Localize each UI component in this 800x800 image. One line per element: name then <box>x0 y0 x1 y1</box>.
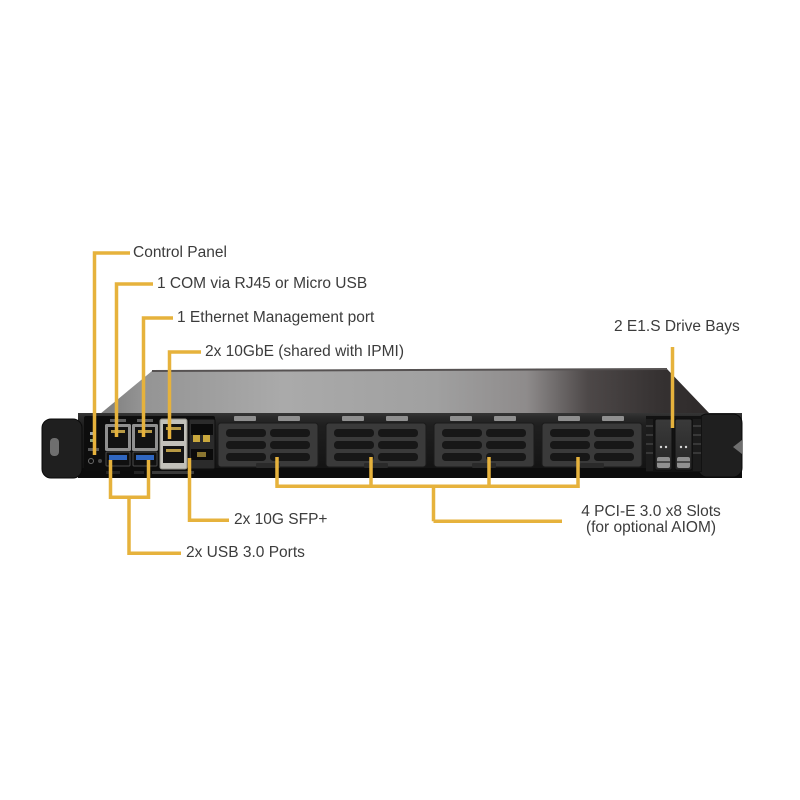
label-usb: 2x USB 3.0 Ports <box>186 544 305 561</box>
drive-led <box>679 445 683 449</box>
e1s-drive-bay-1 <box>654 418 673 471</box>
chassis-bottom-tab <box>134 470 144 474</box>
drive-led <box>684 445 688 449</box>
uid-button-icon <box>98 459 102 463</box>
aiom-slot-cover-1 <box>217 416 319 468</box>
cover-bottom-tab <box>364 463 388 468</box>
vent-louver <box>334 453 374 461</box>
rack-ear-right-notch <box>733 440 742 454</box>
rack-ear-left <box>41 418 83 479</box>
vent-louver <box>378 429 418 437</box>
e1s-drive-bay-2 <box>674 418 693 471</box>
e1s-drive-bays <box>646 416 702 472</box>
vent-louver <box>486 453 526 461</box>
label-control-panel: Control Panel <box>133 244 227 261</box>
chassis-top-face <box>100 369 710 414</box>
aiom-slot-cover-2 <box>325 416 427 468</box>
drive-latch-line <box>677 461 690 463</box>
rj45-contacts <box>166 449 181 452</box>
vent-louver <box>442 441 482 449</box>
cover-top-tab <box>602 416 624 421</box>
vent-louver <box>270 441 310 449</box>
vent-louver <box>334 441 374 449</box>
vent-louver <box>442 453 482 461</box>
callout-line-usb-pointer <box>127 497 181 556</box>
callout-line-control-panel <box>92 251 130 455</box>
drive-latch-line <box>657 461 670 463</box>
rj45-opening <box>163 424 184 441</box>
usb-blue-tongue <box>136 455 154 460</box>
callout-line-com <box>114 282 153 437</box>
callout-line-pcie-bracket <box>275 457 580 524</box>
label-10gbe: 2x 10GbE (shared with IPMI) <box>205 343 404 360</box>
sfp-opening <box>191 424 213 435</box>
bay-cage-ribs <box>646 419 701 471</box>
cover-top-tab <box>278 416 300 421</box>
cover-top-tab <box>450 416 472 421</box>
cover-top-tab <box>558 416 580 421</box>
rack-ear-left-screw-boss <box>50 438 59 456</box>
aiom-slot-covers <box>217 416 643 468</box>
aiom-slot-cover-3 <box>433 416 535 468</box>
vent-louver <box>270 429 310 437</box>
usb-blue-tongue <box>109 455 127 460</box>
rj45-10gbe-dual-port <box>159 418 188 470</box>
vent-louver <box>226 429 266 437</box>
label-pcie: 4 PCI-E 3.0 x8 Slots (for optional AIOM) <box>541 504 761 536</box>
control-panel-led <box>90 432 95 435</box>
vent-louver <box>378 453 418 461</box>
cover-bottom-tab <box>580 463 604 468</box>
callout-lines <box>92 251 675 556</box>
drive-led <box>659 445 663 449</box>
vent-louver <box>334 429 374 437</box>
label-pcie-line2: (for optional AIOM) <box>585 519 717 536</box>
sfp-cage <box>188 418 216 470</box>
aiom-slot-cover-4 <box>541 416 643 468</box>
label-e1s-bays: 2 E1.S Drive Bays <box>614 318 740 335</box>
cover-bottom-tab <box>256 463 280 468</box>
control-panel-led <box>90 439 95 442</box>
label-pcie-line1: 4 PCI-E 3.0 x8 Slots <box>581 503 721 520</box>
sfp-pull-tab <box>197 452 206 457</box>
vent-louver <box>486 441 526 449</box>
callout-line-ethernet-mgmt <box>141 316 173 437</box>
cover-top-tab <box>342 416 364 421</box>
rj45-contacts <box>166 427 181 430</box>
vent-louver <box>226 441 266 449</box>
sfp-pull-tab <box>193 435 200 442</box>
vent-louver <box>550 429 590 437</box>
vent-louver <box>550 453 590 461</box>
vent-louver <box>442 429 482 437</box>
label-ethernet-mgmt: 1 Ethernet Management port <box>177 309 375 326</box>
chassis-bottom-label-plate <box>152 469 194 474</box>
vent-louver <box>486 429 526 437</box>
drive-led <box>664 445 668 449</box>
callout-line-sfp <box>187 458 229 523</box>
callout-line-10gbe <box>167 350 201 439</box>
rj45-opening <box>163 446 184 463</box>
vent-louver <box>226 453 266 461</box>
vent-louver <box>594 453 634 461</box>
label-com: 1 COM via RJ45 or Micro USB <box>157 275 368 292</box>
power-button-icon <box>88 458 94 464</box>
usb3-port-2 <box>132 451 158 467</box>
chassis-bottom-tab <box>106 470 120 474</box>
label-sfp: 2x 10G SFP+ <box>234 511 328 528</box>
chassis-top-rear-edge <box>151 368 668 372</box>
cover-bottom-tab <box>472 463 496 468</box>
sfp-pull-tab <box>203 435 210 442</box>
cover-top-tab <box>234 416 256 421</box>
vent-louver <box>594 429 634 437</box>
chassis-bottom-strip <box>78 468 742 478</box>
vent-louver <box>270 453 310 461</box>
cover-top-tab <box>494 416 516 421</box>
vent-louver <box>550 441 590 449</box>
vent-louver <box>378 441 418 449</box>
vent-louver <box>594 441 634 449</box>
cover-top-tab <box>386 416 408 421</box>
